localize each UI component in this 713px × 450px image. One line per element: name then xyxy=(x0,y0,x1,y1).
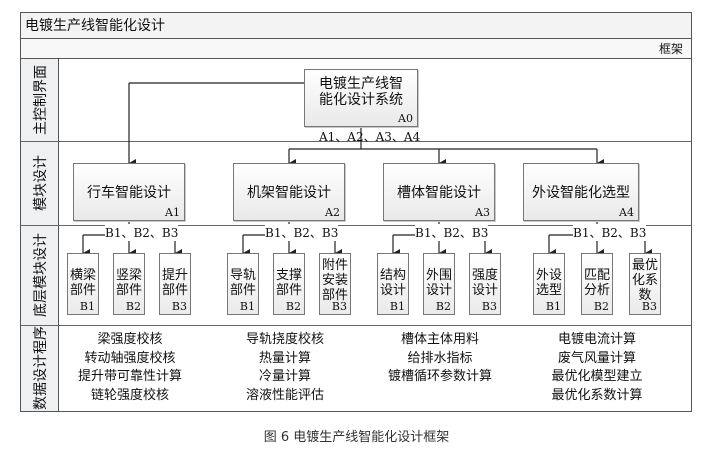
module-node: 槽体智能设计 A3 xyxy=(383,163,495,221)
module-node: 机架智能设计 A2 xyxy=(233,163,345,221)
program-item: 最优化系数计算 xyxy=(551,387,643,403)
sub-module-text: 支撑部件 xyxy=(275,268,302,298)
layer-divider xyxy=(21,225,691,226)
sub-module-node: 附件安装部件 B3 xyxy=(319,253,351,315)
program-item: 废气风量计算 xyxy=(557,350,636,366)
sub-module-code: B1 xyxy=(239,300,255,313)
sub-module-node: 导轨部件 B1 xyxy=(227,253,259,315)
program-item: 导轨挠度校核 xyxy=(245,332,324,347)
sub-module-node: 横梁部件 B1 xyxy=(67,253,99,315)
module-edge-label: B1、B2、B3 xyxy=(415,224,489,241)
sub-module-text: 提升部件 xyxy=(161,268,188,298)
sub-module-text: 附件安装部件 xyxy=(321,258,348,303)
module-node: 外设智能化选型 A4 xyxy=(523,163,639,221)
sub-module-text: 匹配分析 xyxy=(583,268,610,298)
diagram-header-title: 电镀生产线智能化设计 xyxy=(21,13,691,39)
module-title: 槽体智能设计 xyxy=(397,185,481,201)
module-code: A2 xyxy=(325,206,340,219)
module-title: 行车智能设计 xyxy=(87,185,171,201)
sub-module-code: B2 xyxy=(435,300,451,313)
diagram-header-sub: 框架 xyxy=(21,39,691,59)
program-list: 导轨挠度校核 热量计算 冷量计算 溶液性能评估 xyxy=(215,331,355,405)
sub-module-node: 竖梁部件 B2 xyxy=(113,253,145,315)
layer-divider xyxy=(21,325,691,326)
sub-module-code: B3 xyxy=(171,300,187,313)
sub-module-code: B1 xyxy=(389,300,405,313)
module-edge-label: B1、B2、B3 xyxy=(265,224,339,241)
program-item: 热量计算 xyxy=(258,350,311,366)
program-item: 转动轴强度校核 xyxy=(84,350,176,366)
sub-module-node: 结构设计 B1 xyxy=(377,253,409,315)
program-item: 溶液性能评估 xyxy=(245,387,324,403)
module-node: 行车智能设计 A1 xyxy=(73,163,185,221)
root-edge-label: A1、A2、A3、A4 xyxy=(319,130,421,144)
sub-module-code: B2 xyxy=(125,300,141,313)
program-list: 槽体主体用料 给排水指标 镀槽循环参数计算 xyxy=(365,331,515,387)
sub-module-code: B2 xyxy=(593,300,609,313)
root-node-title: 电镀生产线智能化设计系统 xyxy=(319,76,403,108)
module-title: 外设智能化选型 xyxy=(532,185,630,201)
sub-module-text: 导轨部件 xyxy=(229,268,256,298)
sub-module-text: 强度设计 xyxy=(471,268,498,298)
module-edge-label: B1、B2、B3 xyxy=(105,224,179,241)
sub-module-text: 最优化系数 xyxy=(631,258,658,303)
sub-module-node: 外设选型 B1 xyxy=(533,253,565,315)
program-item: 镀槽循环参数计算 xyxy=(387,369,492,384)
figure-caption: 图 6 电镀生产线智能化设计框架 xyxy=(263,430,450,445)
root-node-code: A0 xyxy=(398,112,413,125)
program-list: 电镀电流计算 废气风量计算 最优化模型建立 最优化系数计算 xyxy=(527,331,667,405)
sub-module-text: 外设选型 xyxy=(535,268,562,298)
sub-module-node: 最优化系数 B3 xyxy=(629,253,661,315)
program-item: 提升带可靠性计算 xyxy=(77,369,182,384)
module-title: 机架智能设计 xyxy=(247,185,331,201)
module-code: A3 xyxy=(475,206,490,219)
sub-module-node: 匹配分析 B2 xyxy=(581,253,613,315)
module-code: A1 xyxy=(165,206,180,219)
sub-module-code: B3 xyxy=(641,300,657,313)
module-code: A4 xyxy=(619,206,634,219)
program-item: 给排水指标 xyxy=(407,350,473,366)
program-item: 链轮强度校核 xyxy=(90,387,169,403)
sub-module-node: 支撑部件 B2 xyxy=(273,253,305,315)
program-item: 梁强度校核 xyxy=(97,332,163,347)
sub-module-node: 提升部件 B3 xyxy=(159,253,191,315)
sub-module-code: B2 xyxy=(285,300,301,313)
sub-module-text: 横梁部件 xyxy=(69,268,96,298)
sub-module-code: B3 xyxy=(481,300,497,313)
module-edge-label: B1、B2、B3 xyxy=(573,224,647,241)
framework-diagram: 电镀生产线智能化设计 框架 主控制界面 模块设计 底层模块设计 数据设计程序 xyxy=(20,12,692,412)
sub-module-text: 结构设计 xyxy=(379,268,406,298)
layer-divider xyxy=(21,141,691,142)
layer-label-column xyxy=(21,59,59,411)
sub-module-node: 外围设计 B2 xyxy=(423,253,455,315)
sub-module-text: 竖梁部件 xyxy=(115,268,142,298)
program-item: 电镀电流计算 xyxy=(557,332,636,347)
sub-module-code: B1 xyxy=(545,300,561,313)
sub-module-text: 外围设计 xyxy=(425,268,452,298)
sub-module-code: B1 xyxy=(79,300,95,313)
program-item: 槽体主体用料 xyxy=(400,332,479,347)
sub-module-code: B3 xyxy=(331,300,347,313)
program-item: 最优化模型建立 xyxy=(551,369,643,384)
sub-module-node: 强度设计 B3 xyxy=(469,253,501,315)
root-system-node: 电镀生产线智能化设计系统 A0 xyxy=(304,69,418,127)
program-item: 冷量计算 xyxy=(258,369,311,384)
program-list: 梁强度校核 转动轴强度校核 提升带可靠性计算 链轮强度校核 xyxy=(61,331,199,405)
